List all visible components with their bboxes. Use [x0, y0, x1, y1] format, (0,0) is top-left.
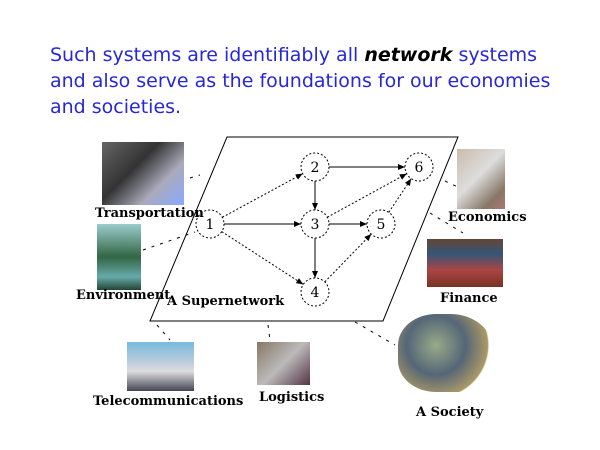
economics-label: Economics	[448, 210, 527, 225]
node-3	[300, 209, 330, 239]
economics-image	[457, 149, 505, 209]
telecommunications-image	[127, 342, 194, 391]
title-text: Such systems are identifiably all	[50, 44, 365, 66]
logistics-label: Logistics	[259, 390, 325, 405]
node-6	[404, 152, 434, 182]
title-emphasis: network	[364, 44, 453, 66]
node-label-2: 2	[311, 160, 320, 176]
supernetwork-plane	[149, 136, 459, 322]
node-4	[300, 277, 330, 307]
transportation-label: Transportation	[95, 206, 204, 221]
edge-1-4	[221, 231, 304, 285]
supernetwork-label: A Supernetwork	[167, 294, 285, 309]
node-label-6: 6	[415, 160, 424, 176]
society-image	[398, 314, 493, 392]
edge-3-6	[327, 173, 407, 218]
finance-label: Finance	[440, 291, 498, 306]
transportation-image	[102, 142, 184, 205]
title-text-end: systems and also serve as the foundation…	[50, 44, 551, 118]
finance-image	[427, 239, 503, 287]
logistics-image	[257, 342, 310, 385]
node-label-4: 4	[311, 285, 320, 301]
environment-image	[97, 224, 141, 290]
environment-label: Environment	[76, 288, 171, 303]
telecommunications-label: Telecommunications	[93, 394, 244, 409]
edge-5-6	[388, 178, 412, 213]
node-5	[366, 209, 396, 239]
slide-title: Such systems are identifiably all networ…	[50, 42, 570, 120]
node-label-1: 1	[206, 217, 215, 233]
node-label-3: 3	[311, 217, 320, 233]
node-2	[300, 152, 330, 182]
society-label: A Society	[416, 405, 484, 420]
edge-4-5	[324, 233, 372, 283]
node-1	[195, 209, 225, 239]
node-label-5: 5	[377, 217, 386, 233]
edge-1-2	[222, 173, 303, 218]
